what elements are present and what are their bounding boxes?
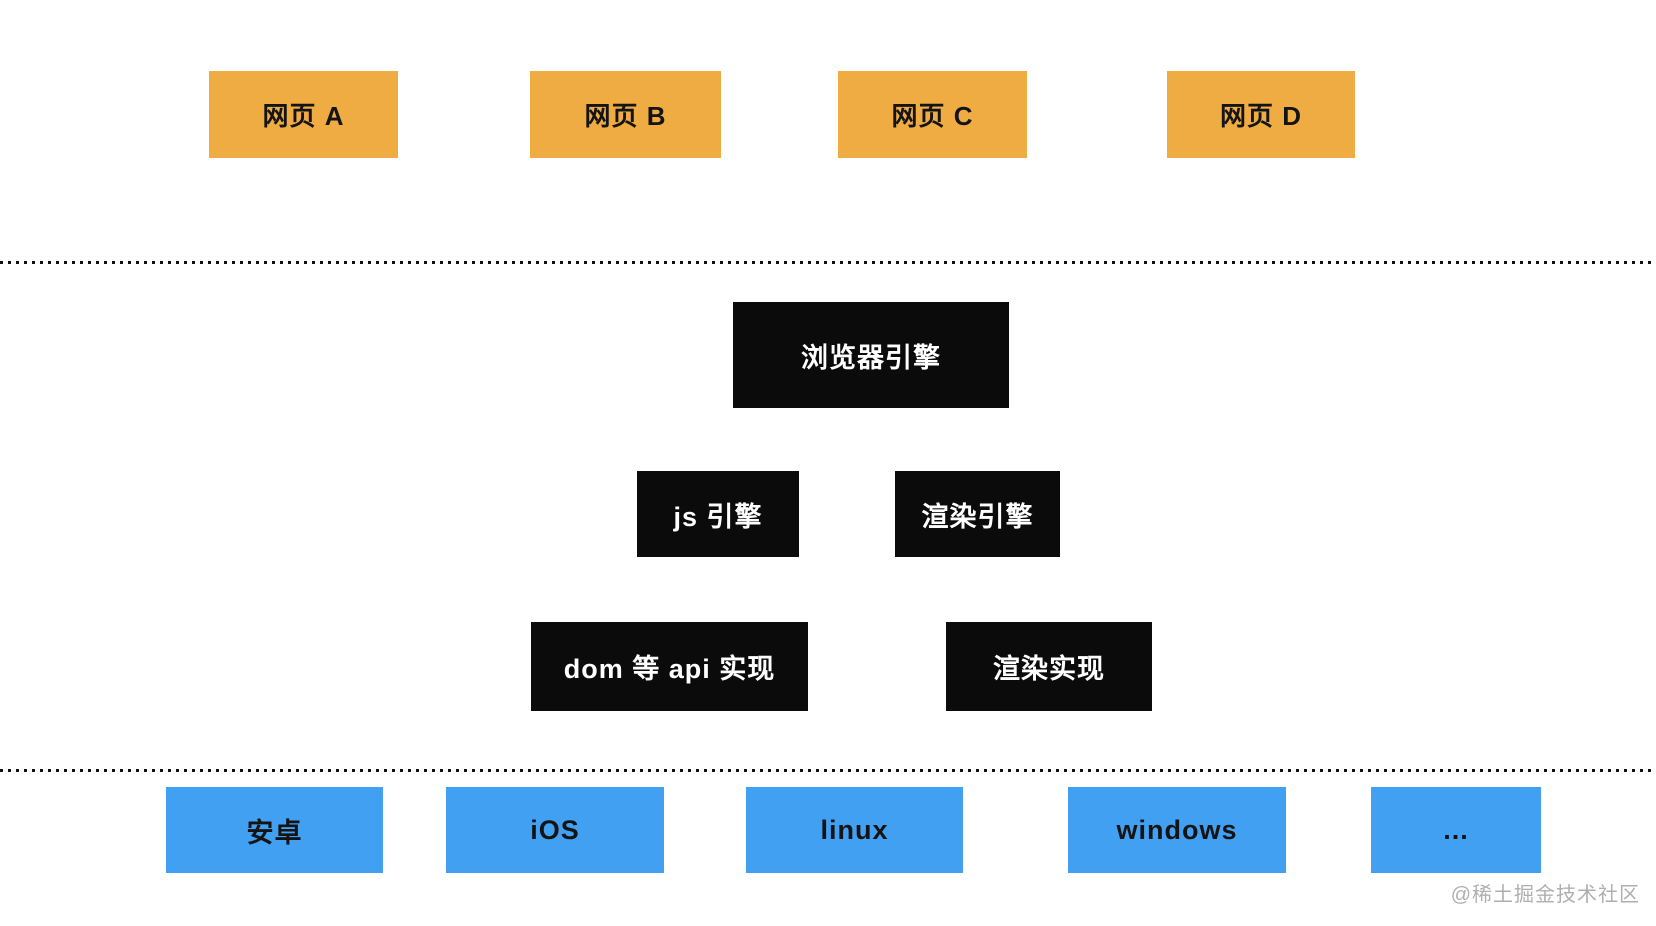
web-page-d-box: 网页 D <box>1167 71 1355 158</box>
platform-windows-box: windows <box>1068 787 1286 873</box>
dom-api-implementation-box: dom 等 api 实现 <box>531 622 808 711</box>
separator-dotted-line-top <box>0 261 1656 264</box>
browser-engine-box: 浏览器引擎 <box>733 302 1009 408</box>
js-engine-box: js 引擎 <box>637 471 799 557</box>
juejin-watermark: @稀土掘金技术社区 <box>1450 884 1640 906</box>
render-implementation-box: 渲染实现 <box>946 622 1152 711</box>
web-page-a-box: 网页 A <box>209 71 398 158</box>
web-page-c-box: 网页 C <box>838 71 1027 158</box>
platform-ios-box: iOS <box>446 787 664 873</box>
separator-dotted-line-bottom <box>0 769 1656 772</box>
web-page-b-box: 网页 B <box>530 71 721 158</box>
platform-android-box: 安卓 <box>166 787 383 873</box>
platform-ellipsis-box: ... <box>1371 787 1541 873</box>
platform-linux-box: linux <box>746 787 963 873</box>
render-engine-box: 渲染引擎 <box>895 471 1060 557</box>
